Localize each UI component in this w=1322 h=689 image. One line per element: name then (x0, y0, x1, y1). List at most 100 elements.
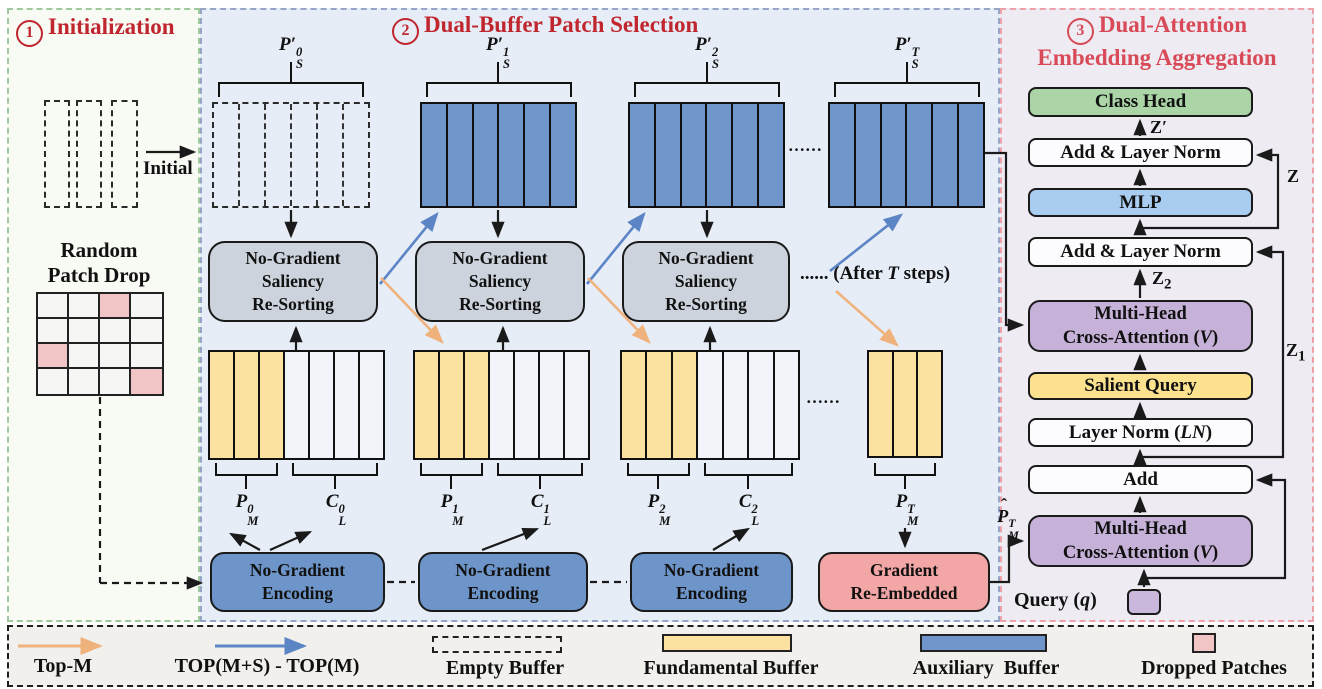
encode3-line1: No-Gradient (663, 559, 760, 580)
mhca-bottom-v-italic: V (1199, 543, 1213, 563)
ps2-base: P′ (695, 34, 712, 55)
top-bracket-ps2 (634, 82, 780, 97)
bracket-stem (497, 62, 500, 82)
brace-stem (245, 476, 248, 489)
section3-title-line2: Embedding Aggregation (1037, 44, 1277, 70)
pmT-sup: T (907, 501, 915, 516)
layer-norm-box: Layer Norm (LN) (1028, 418, 1253, 447)
top-bracket-ps1 (426, 82, 572, 97)
brace-pmT (874, 463, 936, 476)
mhca-top-v-italic: V (1199, 328, 1213, 348)
pm2-sup: 2 (659, 501, 666, 516)
candidate-patch (490, 352, 515, 458)
legend-auxiliary-label: Auxiliary Buffer (912, 657, 1060, 679)
resort1-line1: No-Gradient (245, 247, 341, 268)
resort2-line2: Saliency (468, 270, 532, 291)
grid-cell (69, 344, 100, 369)
brace-stem (904, 476, 907, 489)
rpd-line1: Random (60, 238, 138, 262)
aux-patch (959, 104, 983, 206)
rpd-line2: Patch Drop (47, 263, 151, 287)
empty-slot (318, 104, 344, 206)
section3-title-line1: Dual-Attention (1098, 12, 1248, 37)
mhca-bottom-line2-pre: Cross-Attention ( (1062, 543, 1200, 563)
psT-base: P′ (894, 34, 912, 55)
aux-patch (499, 104, 526, 206)
legend-empty-buffer-swatch (432, 636, 562, 653)
resort1-line3: Re-Sorting (252, 294, 334, 315)
mhca-top-box: Multi-Head Cross-Attention (V) (1028, 300, 1253, 352)
legend-dropped-swatch (1192, 633, 1216, 653)
empty-slot (292, 104, 318, 206)
pmT-sub: M (907, 513, 919, 528)
auxiliary-buffer-tT (828, 102, 985, 208)
resort2-line1: No-Gradient (452, 247, 548, 268)
grid-cell-dropped (131, 369, 162, 394)
dual-buffer-t0 (208, 350, 385, 460)
fundamental-patch (918, 352, 942, 456)
ps1-base: P′ (486, 34, 503, 55)
cl2-sub: L (751, 513, 760, 528)
brace-cl0 (292, 463, 378, 476)
cl1-sub: L (543, 513, 552, 528)
label-z2: Z2 (1152, 268, 1172, 294)
legend-fundamental-label: Fundamental Buffer (643, 657, 819, 679)
dual-buffer-t1 (413, 350, 590, 460)
pm2-base: P (647, 491, 660, 512)
ln-italic: LN (1180, 421, 1206, 443)
cl0-sub: L (338, 513, 347, 528)
legend-topms-label: TOP(M+S) - TOP(M) (174, 655, 360, 677)
label-z1: Z1 (1286, 340, 1306, 366)
initial-arrow-label: Initial (143, 158, 193, 179)
add-layernorm-box-1: Add & Layer Norm (1028, 138, 1253, 167)
mhca-bottom-line1: Multi-Head (1094, 518, 1187, 539)
empty-slot (344, 104, 368, 206)
bracket-stem (290, 62, 293, 82)
grid-cell (131, 319, 162, 344)
p-hat-circumflex: ˆ (1001, 494, 1008, 515)
aux-patch (759, 104, 783, 206)
fundamental-patch (869, 352, 894, 456)
brace-stem (747, 476, 750, 489)
candidate-patch (723, 352, 750, 458)
section2-title-text: Dual-Buffer Patch Selection (424, 12, 699, 37)
psT-sup: T (911, 44, 920, 59)
auxiliary-buffer-t2 (628, 102, 785, 208)
aux-patch (933, 104, 960, 206)
pm1-sup: 1 (452, 501, 459, 516)
resort2-line3: Re-Sorting (459, 294, 541, 315)
add-layernorm-box-2: Add & Layer Norm (1028, 237, 1253, 267)
encode1-line1: No-Gradient (249, 559, 346, 580)
label-z-prime: Z′ (1150, 117, 1168, 137)
mhca-top-line2-pre: Cross-Attention ( (1062, 328, 1200, 348)
z2-base: Z (1152, 268, 1165, 288)
pm1-sub: M (452, 513, 464, 528)
resort1-line2: Saliency (261, 270, 325, 291)
pm2-sub: M (659, 513, 671, 528)
encode2-line1: No-Gradient (455, 559, 551, 580)
grid-cell (131, 294, 162, 319)
resort3-line3: Re-Sorting (665, 294, 747, 315)
p-hat-sup: T (1008, 516, 1016, 531)
grid-cell (100, 344, 131, 369)
aux-patch (551, 104, 575, 206)
class-head-label: Class Head (1094, 91, 1187, 113)
grid-cell (131, 344, 162, 369)
fundamental-patch (893, 352, 919, 456)
pm0-sub: M (247, 513, 259, 528)
cl0-base: C (325, 491, 339, 512)
aux-patch (855, 104, 882, 206)
aux-patch (907, 104, 934, 206)
auxiliary-buffer-t1 (420, 102, 577, 208)
encode1-line2: Encoding (262, 583, 333, 603)
aux-patch (681, 104, 708, 206)
grid-cell (38, 369, 69, 394)
brace-pm2 (627, 463, 690, 476)
psT-sub: S (911, 56, 919, 71)
